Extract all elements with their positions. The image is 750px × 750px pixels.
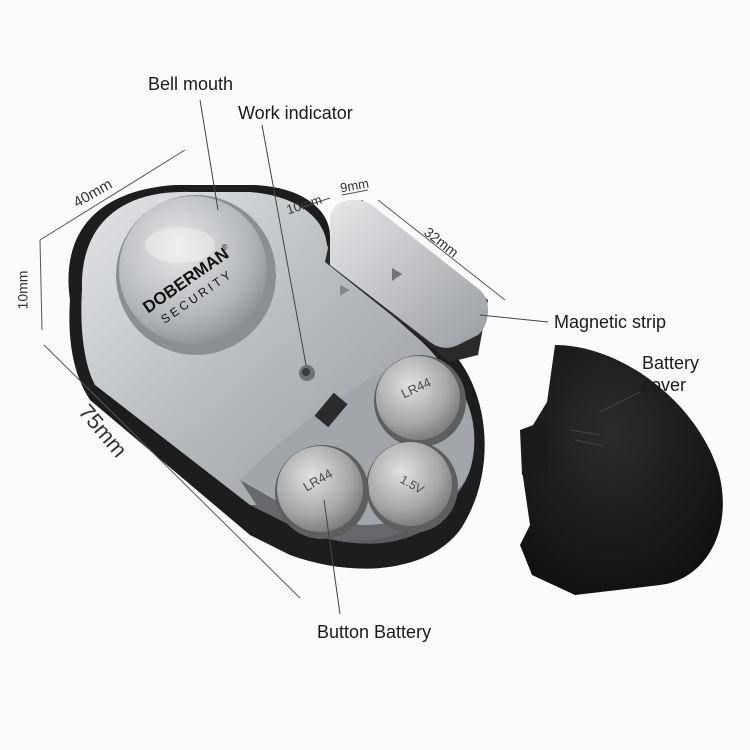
callout-battery-cover-line1: Battery (642, 353, 700, 373)
work-indicator-led (299, 365, 315, 381)
callout-leaders (199, 99, 641, 615)
bell-mouth (116, 195, 276, 355)
callout-bell-mouth: Bell mouth (148, 74, 234, 94)
coin-battery: LR44 (374, 355, 466, 447)
magnetic-strip (325, 199, 489, 362)
dimension-thickness: 10mm (14, 270, 31, 310)
dimension-lines (39, 149, 506, 599)
coin-battery: 1.5V (366, 441, 458, 533)
callout-work-indicator: Work indicator (238, 103, 353, 123)
callout-battery-cover: Battery cover (642, 352, 699, 396)
battery-cover (520, 345, 723, 595)
callout-battery-cover-line2: cover (642, 375, 687, 395)
callout-magnetic-strip: Magnetic strip (554, 312, 667, 332)
callout-button-battery: Button Battery (317, 622, 432, 642)
registered-mark: ® (220, 242, 230, 253)
coin-battery: LR44 (275, 445, 369, 539)
